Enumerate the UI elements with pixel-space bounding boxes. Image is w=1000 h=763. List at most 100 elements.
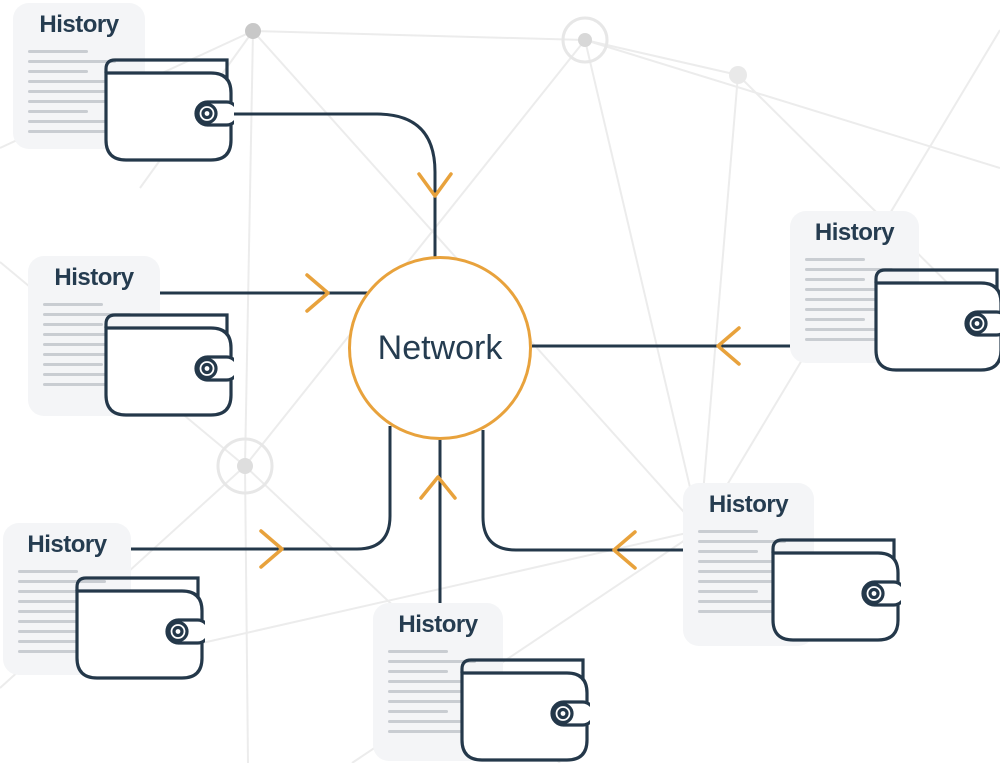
history-text-line [805, 287, 917, 291]
wallet-body [771, 551, 900, 642]
history-card-text-lines [373, 649, 503, 733]
history-text-line [388, 729, 476, 733]
history-text-line [698, 609, 786, 613]
history-card-title: History [39, 11, 119, 38]
arrow-up-icon [419, 475, 457, 500]
history-text-line [18, 639, 116, 643]
wallet-body [104, 71, 233, 162]
history-text-line [698, 559, 810, 563]
history-text-line [805, 327, 903, 331]
history-text-line [388, 689, 480, 693]
history-text-line [43, 322, 103, 326]
arrow-left-icon [716, 326, 741, 366]
wallet-clasp-ring-hole [201, 107, 213, 120]
history-text-line [43, 312, 131, 316]
history-text-line [28, 109, 88, 113]
wallet-icon [104, 58, 234, 162]
wallet-icon-slot [71, 573, 205, 681]
history-text-line [805, 267, 893, 271]
wallet-flap [874, 268, 999, 303]
wallet-clasp-ring-hole [201, 362, 213, 375]
history-text-line [805, 277, 865, 281]
mesh-nodes [216, 16, 747, 495]
history-card-title: History [814, 219, 895, 246]
wallet-body [104, 326, 233, 417]
arrow-left-icon [612, 530, 637, 570]
wallet-icon [104, 313, 234, 417]
history-text-line [805, 307, 897, 311]
history-text-line [43, 372, 141, 376]
wallet-icon [771, 538, 901, 642]
wallet-flap [104, 313, 229, 348]
history-card-title: History [27, 531, 107, 558]
arrow-right-icon [305, 273, 330, 313]
history-card-title: History [398, 611, 478, 638]
wallet-flap [460, 658, 585, 693]
history-text-line [698, 599, 796, 603]
history-card-title: History [54, 264, 134, 291]
history-text-line [388, 699, 480, 703]
wallet-icon-slot [100, 310, 234, 418]
wallet-icon-slot [456, 655, 590, 763]
history-card-text-lines [3, 569, 131, 653]
wallet-body [460, 671, 589, 762]
history-text-line [28, 89, 120, 93]
history-text-line [698, 549, 758, 553]
history-text-line [28, 119, 126, 123]
connector-bottom-left [120, 426, 392, 551]
history-text-line [18, 629, 78, 633]
history-text-line [28, 69, 88, 73]
history-text-line [18, 649, 106, 653]
history-card-text-lines [683, 529, 814, 613]
history-text-line [18, 589, 78, 593]
history-text-line [18, 579, 106, 583]
history-text-line [388, 669, 448, 673]
history-text-line [43, 302, 103, 306]
history-text-line [18, 609, 110, 613]
history-text-line [805, 297, 897, 301]
history-text-line [18, 619, 110, 623]
history-text-line [698, 589, 758, 593]
wallet-body [75, 589, 204, 680]
wallet-icon-slot [870, 265, 1000, 373]
history-text-line [43, 332, 155, 336]
history-text-line [388, 679, 500, 683]
history-text-line [805, 317, 865, 321]
connector-bottom-right [481, 430, 700, 552]
mesh-node [729, 66, 747, 84]
wallet-clasp-ring-hole [868, 587, 880, 600]
history-text-line [28, 129, 116, 133]
history-text-line [805, 337, 893, 341]
network-label: Network [377, 328, 503, 367]
history-text-line [28, 79, 140, 83]
history-text-line [698, 539, 786, 543]
wallet-clasp-ring-hole [971, 317, 983, 330]
history-text-line [43, 382, 131, 386]
wallet-icon [460, 658, 590, 762]
history-text-line [43, 362, 103, 366]
history-text-line [28, 99, 120, 103]
history-text-line [388, 719, 486, 723]
history-text-line [698, 529, 758, 533]
wallet-icon-slot [100, 55, 234, 163]
history-text-line [43, 342, 135, 346]
arrow-right-icon [259, 529, 284, 569]
mesh-node [245, 23, 261, 39]
mesh-node [578, 33, 592, 47]
history-card-text-lines [13, 49, 145, 133]
network-node: Network [348, 256, 532, 440]
history-text-line [43, 352, 135, 356]
history-text-line [388, 709, 448, 713]
arrow-down-icon [417, 172, 453, 198]
history-text-line [18, 599, 130, 603]
history-text-line [18, 569, 78, 573]
wallet-flap [75, 576, 200, 611]
wallet-flap [771, 538, 896, 573]
wallet-flap [104, 58, 229, 93]
mesh-node-ring [561, 16, 609, 64]
history-card-title: History [708, 491, 789, 518]
mesh-node-ring [216, 437, 274, 495]
mesh-node [237, 458, 253, 474]
